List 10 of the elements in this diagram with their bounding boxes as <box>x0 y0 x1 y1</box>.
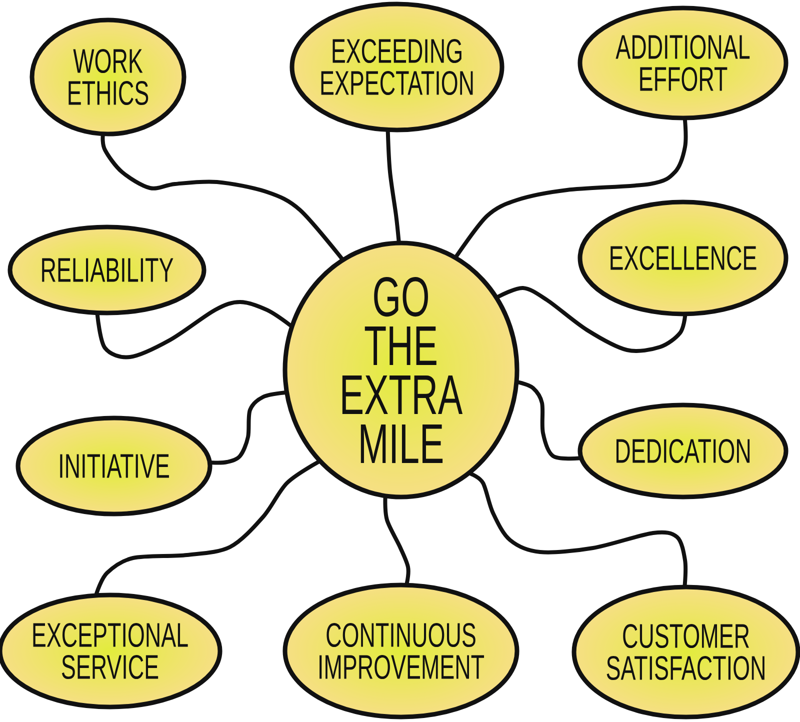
connector-line <box>454 118 688 258</box>
connector-line <box>95 300 292 360</box>
connector-line <box>100 134 344 260</box>
connector-line <box>210 390 287 465</box>
connector-line <box>469 472 688 587</box>
connector-line <box>516 380 581 461</box>
connector-line <box>383 496 410 585</box>
connector-line <box>94 460 320 596</box>
connector-line <box>496 286 688 353</box>
connector-line <box>386 130 401 243</box>
